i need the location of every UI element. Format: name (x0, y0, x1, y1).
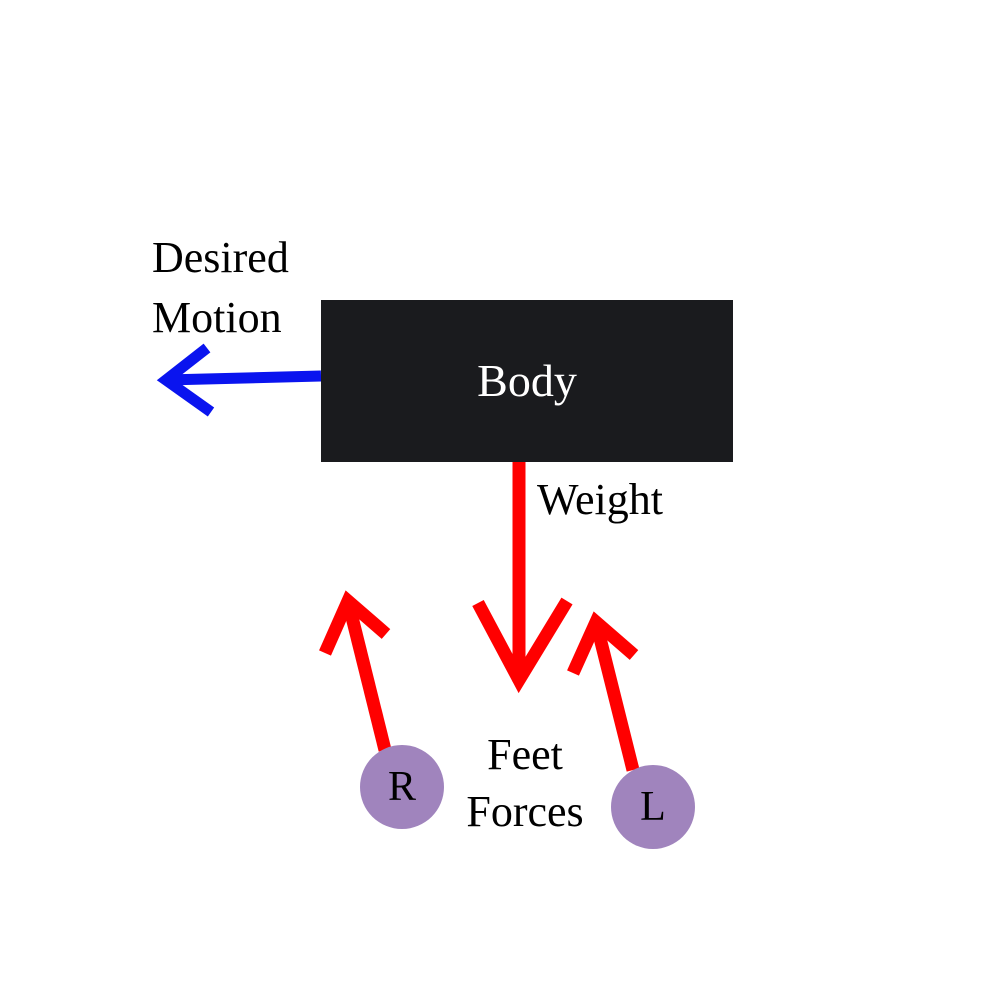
left-foot-label: L (640, 784, 666, 830)
left-foot: L (611, 765, 695, 849)
desired-motion-label-line2: Motion (152, 293, 282, 342)
desired-motion-arrow (156, 343, 322, 417)
feet-forces-label-line2: Forces (466, 787, 584, 836)
right-foot-force-arrow (319, 590, 392, 752)
feet-forces-label-line1: Feet (487, 730, 563, 779)
left-foot-force-arrow (567, 611, 640, 772)
desired-motion-label-line1: Desired (152, 233, 289, 282)
weight-arrow (472, 462, 573, 694)
right-foot-label: R (387, 764, 416, 810)
body-label: Body (477, 355, 577, 406)
body-block: Body (321, 300, 733, 462)
weight-label: Weight (537, 475, 663, 524)
right-foot: R (360, 745, 444, 829)
